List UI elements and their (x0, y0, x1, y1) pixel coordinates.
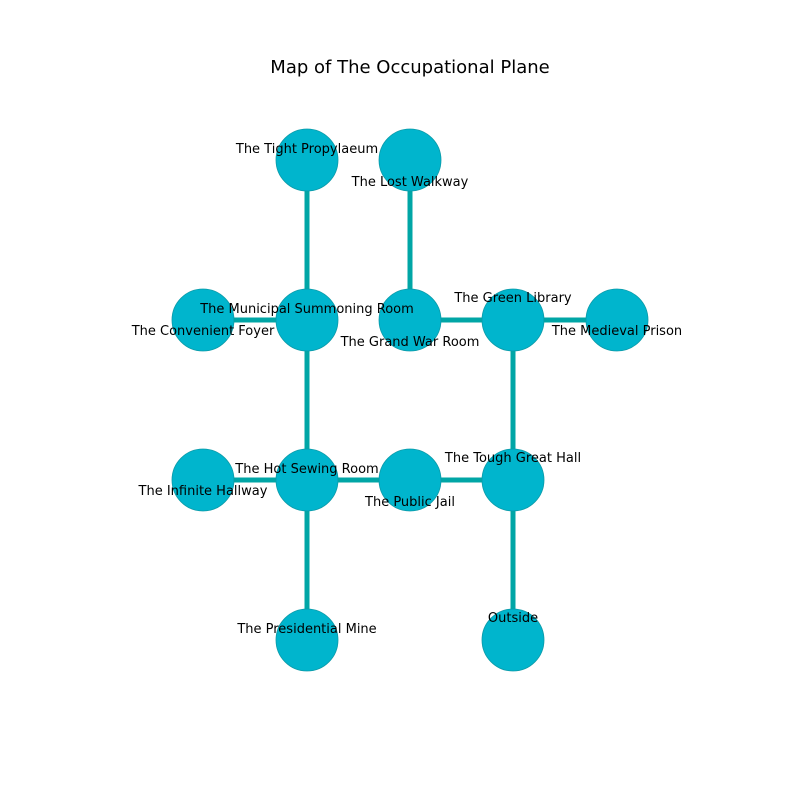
room-node-hot-sewing-room (275, 448, 339, 512)
room-label-tough-great-hall: The Tough Great Hall (444, 451, 581, 466)
room-node-lost-walkway (378, 128, 442, 192)
room-label-lost-walkway: The Lost Walkway (351, 175, 469, 190)
room-label-green-library: The Green Library (453, 291, 572, 306)
connections-layer (203, 160, 617, 640)
room-node-tight-propylaeum (275, 128, 339, 192)
room-node-convenient-foyer (171, 288, 235, 352)
room-node-presidential-mine (275, 608, 339, 672)
room-node-medieval-prison (585, 288, 649, 352)
room-node-municipal-summoning-room (275, 288, 339, 352)
room-label-public-jail: The Public Jail (364, 495, 455, 510)
room-node-green-library (481, 288, 545, 352)
room-label-municipal-summoning-room: The Municipal Summoning Room (199, 302, 414, 317)
room-node-grand-war-room (378, 288, 442, 352)
room-label-medieval-prison: The Medieval Prison (551, 324, 682, 339)
room-node-outside (481, 608, 545, 672)
room-label-convenient-foyer: The Convenient Foyer (131, 324, 275, 339)
room-label-outside: Outside (488, 611, 538, 626)
room-label-infinite-hallway: The Infinite Hallway (138, 484, 268, 499)
room-label-hot-sewing-room: The Hot Sewing Room (234, 462, 378, 477)
diagram-title: Map of The Occupational Plane (270, 57, 549, 78)
room-label-grand-war-room: The Grand War Room (340, 335, 480, 350)
room-label-tight-propylaeum: The Tight Propylaeum (235, 142, 378, 157)
room-label-presidential-mine: The Presidential Mine (236, 622, 376, 637)
room-node-tough-great-hall (481, 448, 545, 512)
room-node-public-jail (378, 448, 442, 512)
rooms-layer (171, 128, 649, 672)
room-node-infinite-hallway (171, 448, 235, 512)
